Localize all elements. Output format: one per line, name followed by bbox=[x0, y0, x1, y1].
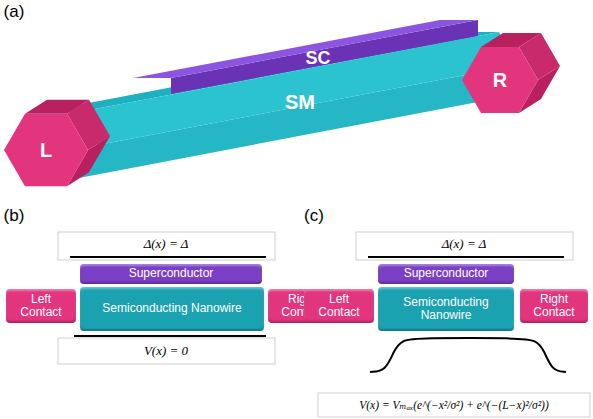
nanowire-box: Semiconducting Nanowire bbox=[378, 287, 514, 331]
superconductor-box: Superconductor bbox=[80, 264, 262, 284]
nanowire-3d bbox=[4, 20, 560, 186]
potential-formula: V(x) = 0 bbox=[144, 343, 188, 359]
potential-profile bbox=[74, 335, 266, 337]
panel-label: (c) bbox=[304, 206, 324, 226]
slab-top bbox=[133, 20, 478, 78]
box-label: Semiconducting Nanowire bbox=[102, 302, 241, 315]
nanowire-box: Semiconducting Nanowire bbox=[80, 287, 264, 331]
potential-frame bbox=[318, 393, 590, 417]
gap-profile bbox=[70, 256, 266, 258]
gap-frame bbox=[58, 232, 275, 260]
box-label: Left Contact bbox=[10, 293, 72, 319]
contact-box: Left Contact bbox=[6, 289, 76, 323]
potential-frame bbox=[58, 338, 275, 364]
part-name: SC bbox=[305, 48, 330, 69]
panel-label: (b) bbox=[4, 206, 25, 226]
box-label: Left Contact bbox=[308, 293, 370, 319]
gap-profile bbox=[368, 256, 564, 258]
part-name: L bbox=[40, 139, 52, 162]
box-label: Superconductor bbox=[129, 267, 214, 280]
superconductor-box: Superconductor bbox=[378, 264, 514, 284]
part-name: R bbox=[493, 69, 507, 92]
box-label: Semiconducting Nanowire bbox=[382, 296, 510, 322]
potential-profile bbox=[370, 338, 566, 372]
box-label: Superconductor bbox=[404, 267, 489, 280]
gap-formula: Δ(x) = Δ bbox=[442, 236, 487, 252]
contact-box: Left Contact bbox=[304, 289, 374, 323]
gap-frame bbox=[356, 232, 573, 260]
part-name: SM bbox=[285, 91, 315, 114]
panel-b-lines bbox=[58, 232, 275, 364]
slab-front bbox=[171, 20, 478, 94]
potential-formula: V(x) = Vₘₐₓ(e^(−x²/σ²) + e^(−(L−x)²/σ²)) bbox=[359, 398, 548, 412]
right-contact-cap bbox=[462, 47, 538, 113]
panel-c-lines bbox=[318, 232, 590, 417]
box-label: Right Contact bbox=[524, 293, 584, 319]
left-contact-cap bbox=[4, 114, 88, 187]
gap-formula: Δ(x) = Δ bbox=[144, 236, 189, 252]
panel-label: (a) bbox=[4, 2, 25, 22]
contact-box: Right Contact bbox=[520, 289, 588, 323]
